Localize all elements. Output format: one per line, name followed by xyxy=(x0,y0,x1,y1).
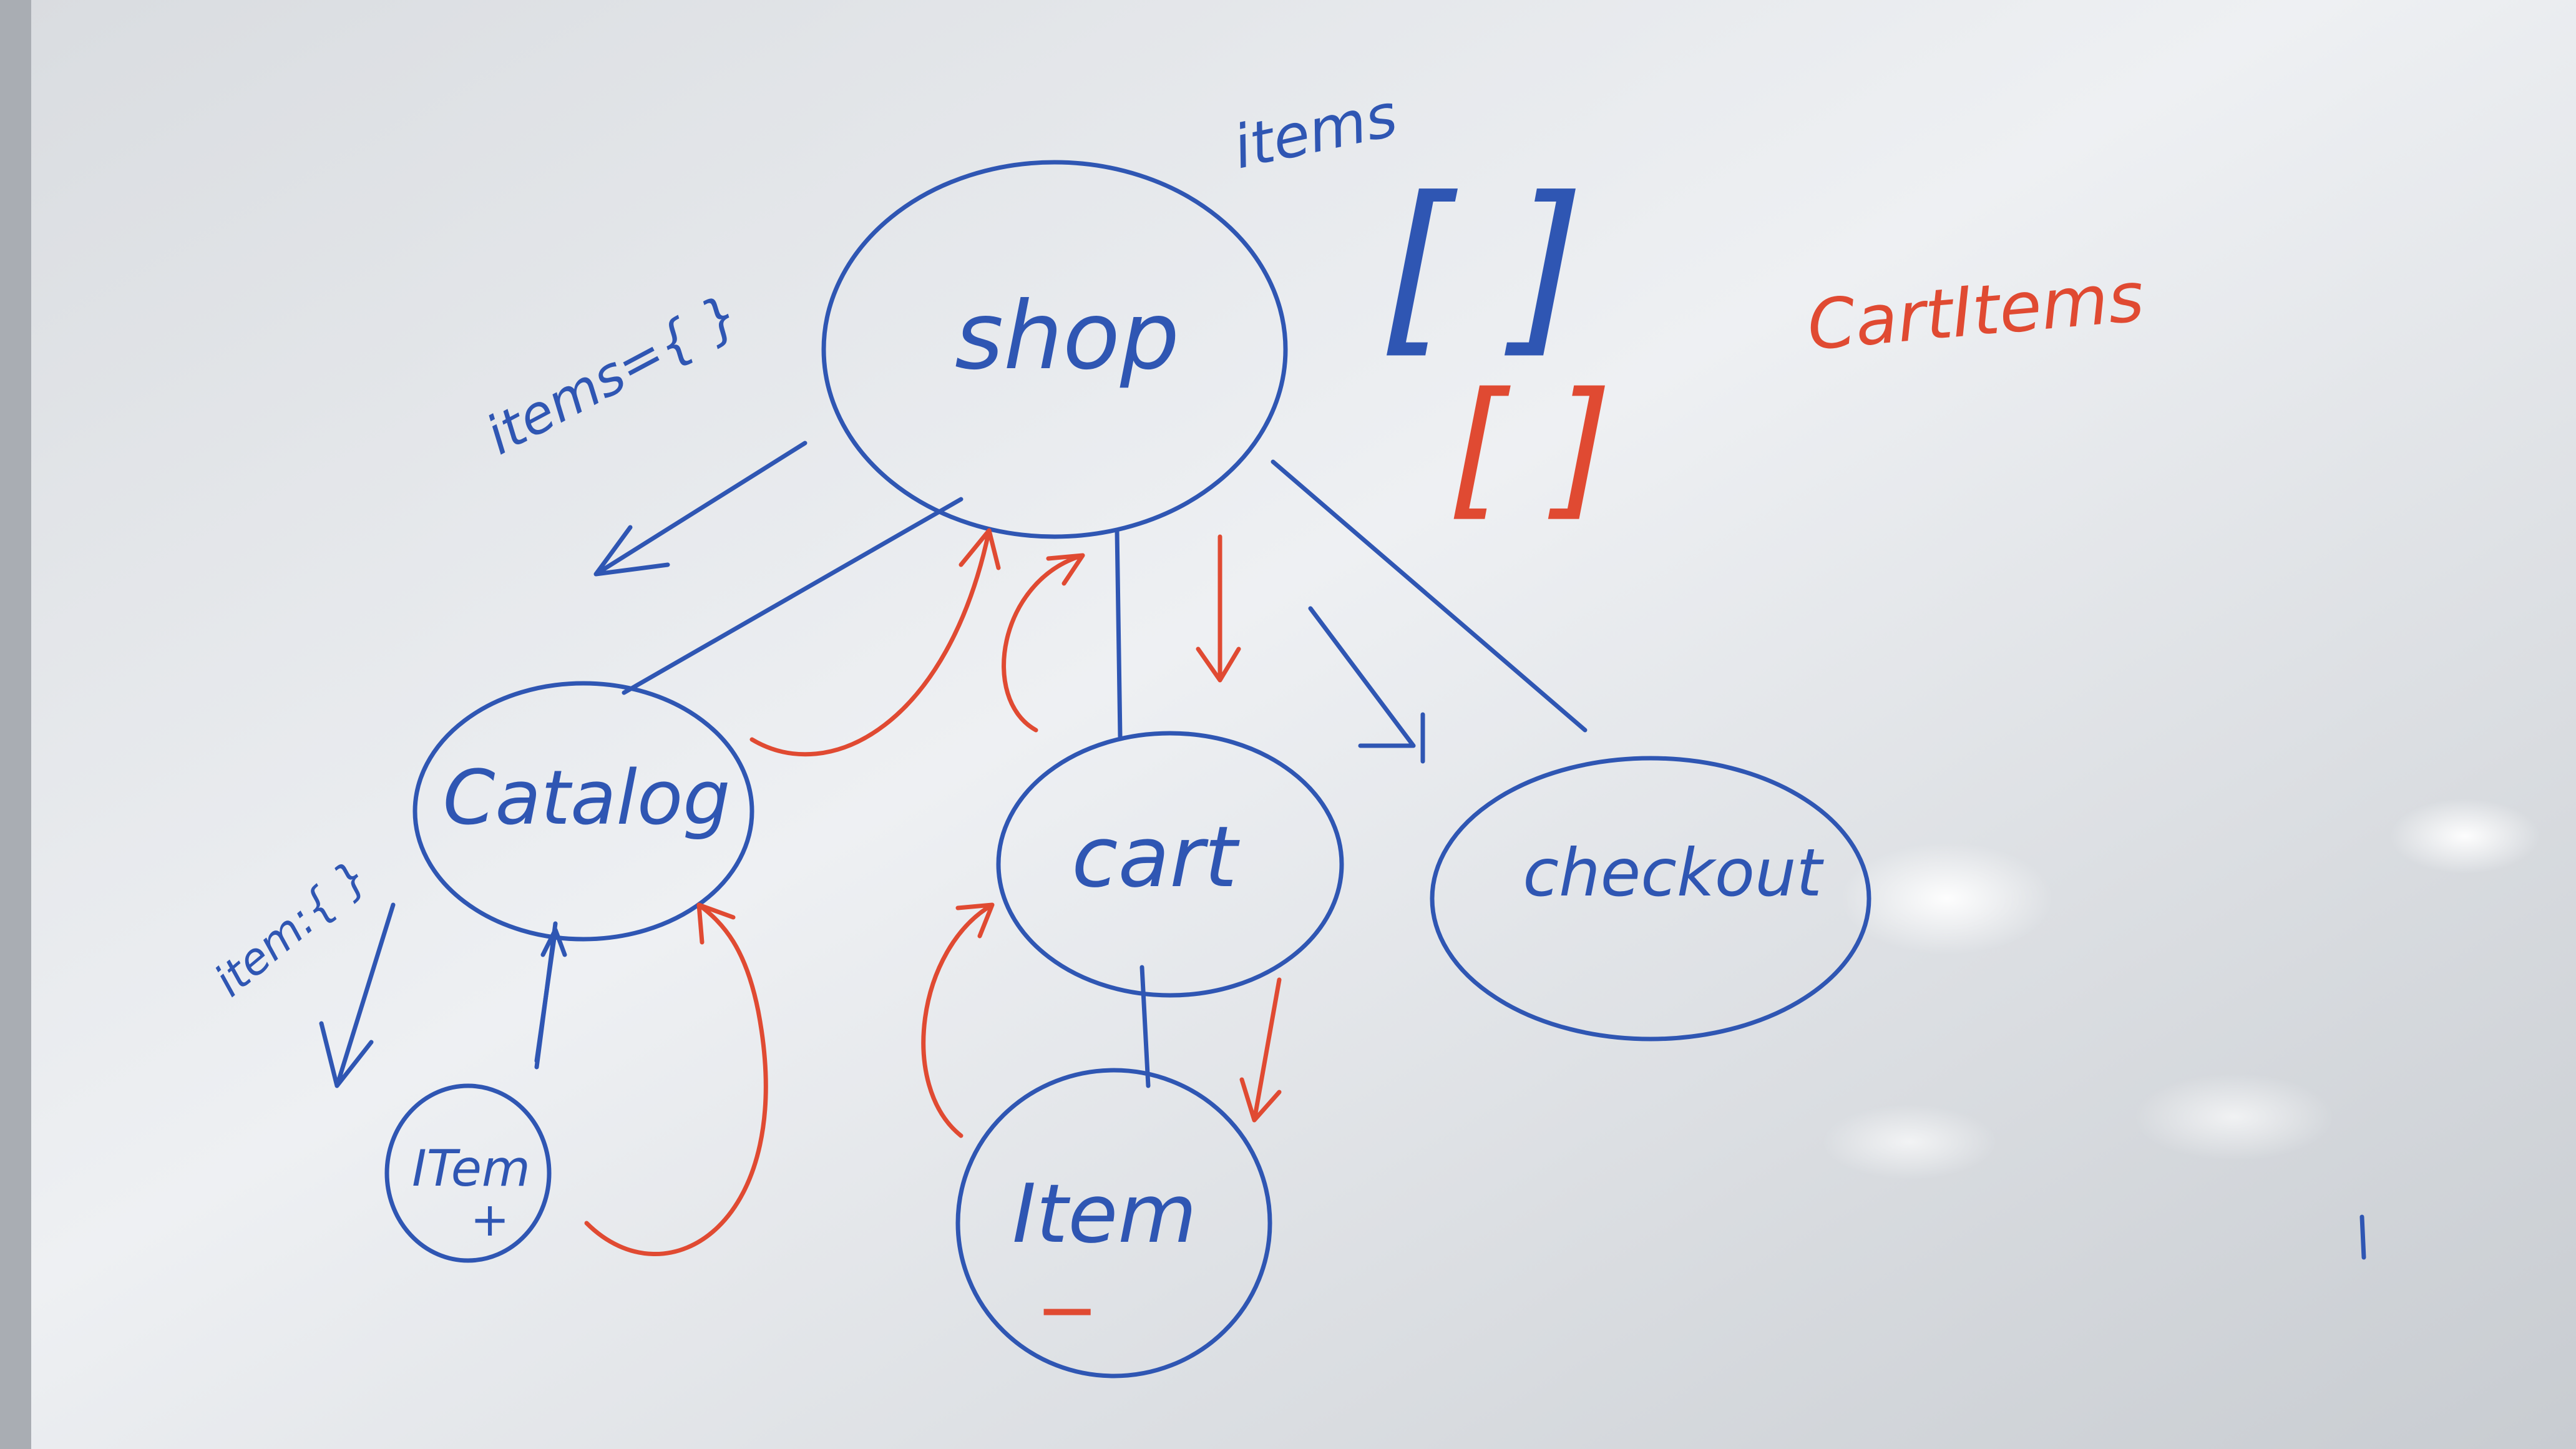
array-bracket-blue: [ ] xyxy=(1379,157,1584,375)
node-circles xyxy=(384,160,1871,1378)
cart-item-label: Item xyxy=(1012,1166,1197,1261)
arrow-catalogitem-to-catalog xyxy=(584,902,768,1257)
catalog-item-sign: + xyxy=(471,1192,510,1247)
catalog-node xyxy=(412,681,754,942)
catalog-label: Catalog xyxy=(443,755,731,842)
cart-node xyxy=(996,731,1344,998)
arrow-catalog-to-item xyxy=(319,902,396,1088)
shop-label: shop xyxy=(955,282,1179,391)
shop-node xyxy=(821,160,1288,539)
catalog-item-node xyxy=(384,1083,552,1263)
board-frame-edge xyxy=(0,0,31,1449)
cart-item-sign: − xyxy=(1036,1267,1099,1354)
cart-item-node xyxy=(955,1068,1272,1378)
arrow-item-to-cart xyxy=(921,902,995,1138)
glare-spot xyxy=(1841,842,2053,955)
edge-cart-item xyxy=(1139,965,1151,1088)
checkout-node xyxy=(1430,756,1871,1042)
arrow-catalog-to-shop xyxy=(749,528,1001,757)
edge-shop-catalog xyxy=(622,497,964,695)
arrow-shop-to-catalog xyxy=(593,441,807,577)
arrow-cart-to-item xyxy=(1239,977,1282,1123)
array-bracket-red: [ ] xyxy=(1448,360,1612,535)
glare-spot xyxy=(2134,1073,2334,1161)
edge-shop-checkout xyxy=(1271,459,1588,733)
catalog-item-label: ITem xyxy=(412,1139,530,1198)
arrow-shop-to-cart xyxy=(1196,534,1241,683)
edge-shop-cart xyxy=(1115,528,1123,739)
arrow-cart-to-shop xyxy=(1002,553,1085,733)
glare-spot xyxy=(2390,799,2540,874)
arrow-item-to-catalog xyxy=(534,927,567,1063)
stray-mark xyxy=(2359,1214,2366,1260)
glare-spot xyxy=(1822,1105,1997,1179)
cart-label: cart xyxy=(1071,808,1240,906)
arrow-shop-to-checkout xyxy=(1308,606,1425,764)
checkout-label: checkout xyxy=(1523,835,1824,911)
